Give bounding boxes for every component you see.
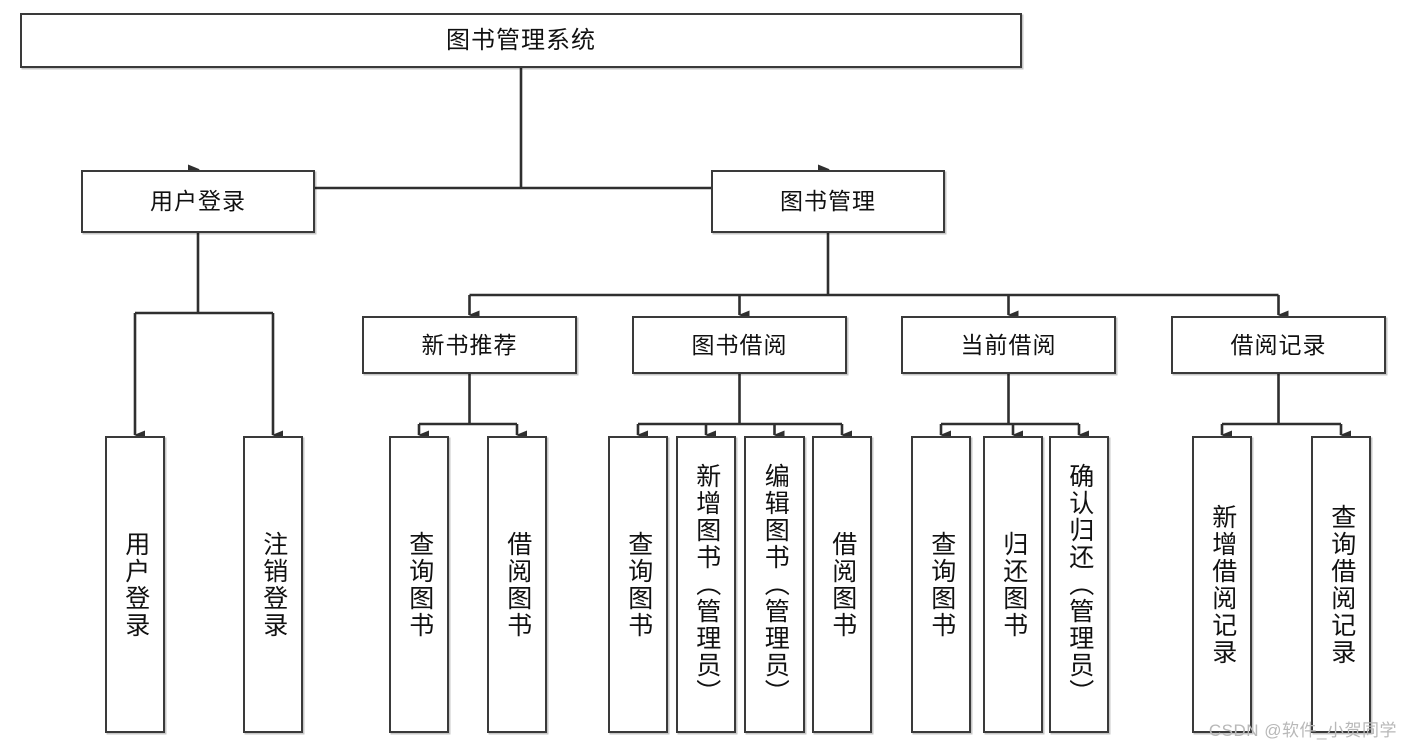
node-label: 查询图书 bbox=[405, 530, 434, 639]
node-label: 借阅图书 bbox=[828, 530, 857, 639]
node-label: 图书管理 bbox=[780, 188, 876, 215]
node-label: 用户登录 bbox=[150, 188, 246, 215]
node-label: 新增图书（管理员） bbox=[692, 463, 721, 706]
node-label: 借阅图书 bbox=[503, 530, 532, 639]
leaf-user-logout[interactable]: 注销登录 bbox=[243, 436, 303, 733]
node-label: 用户登录 bbox=[121, 530, 150, 639]
node-label: 新增借阅记录 bbox=[1208, 503, 1237, 666]
node-label: 归还图书 bbox=[999, 530, 1028, 639]
leaf-borrow-edit-book-admin[interactable]: 编辑图书（管理员） bbox=[744, 436, 805, 733]
node-current-borrow[interactable]: 当前借阅 bbox=[901, 316, 1116, 374]
node-label: 图书管理系统 bbox=[446, 26, 596, 54]
leaf-new-query-book[interactable]: 查询图书 bbox=[389, 436, 449, 733]
node-label: 当前借阅 bbox=[960, 331, 1057, 358]
leaf-new-borrow-book[interactable]: 借阅图书 bbox=[487, 436, 547, 733]
node-label: 借阅记录 bbox=[1230, 331, 1327, 358]
node-user-login-module[interactable]: 用户登录 bbox=[81, 170, 315, 233]
node-book-borrow[interactable]: 图书借阅 bbox=[632, 316, 847, 374]
node-new-book-recommend[interactable]: 新书推荐 bbox=[362, 316, 577, 374]
node-label: 查询图书 bbox=[624, 530, 653, 639]
node-label: 编辑图书（管理员） bbox=[761, 463, 790, 706]
leaf-user-login[interactable]: 用户登录 bbox=[105, 436, 165, 733]
leaf-current-return-book[interactable]: 归还图书 bbox=[983, 436, 1043, 733]
node-label: 确认归还（管理员） bbox=[1065, 463, 1094, 706]
leaf-current-query-book[interactable]: 查询图书 bbox=[911, 436, 971, 733]
node-label: 查询借阅记录 bbox=[1327, 503, 1356, 666]
node-book-management-module[interactable]: 图书管理 bbox=[711, 170, 945, 233]
node-label: 注销登录 bbox=[259, 530, 288, 639]
leaf-record-query[interactable]: 查询借阅记录 bbox=[1311, 436, 1371, 733]
node-label: 图书借阅 bbox=[691, 331, 788, 358]
leaf-borrow-add-book-admin[interactable]: 新增图书（管理员） bbox=[676, 436, 736, 733]
leaf-borrow-lend-book[interactable]: 借阅图书 bbox=[812, 436, 872, 733]
leaf-borrow-query-book[interactable]: 查询图书 bbox=[608, 436, 668, 733]
node-borrow-record[interactable]: 借阅记录 bbox=[1171, 316, 1386, 374]
leaf-record-add[interactable]: 新增借阅记录 bbox=[1192, 436, 1252, 733]
node-label: 新书推荐 bbox=[421, 331, 518, 358]
node-label: 查询图书 bbox=[927, 530, 956, 639]
leaf-current-confirm-return-admin[interactable]: 确认归还（管理员） bbox=[1049, 436, 1109, 733]
node-root-system[interactable]: 图书管理系统 bbox=[20, 13, 1022, 68]
